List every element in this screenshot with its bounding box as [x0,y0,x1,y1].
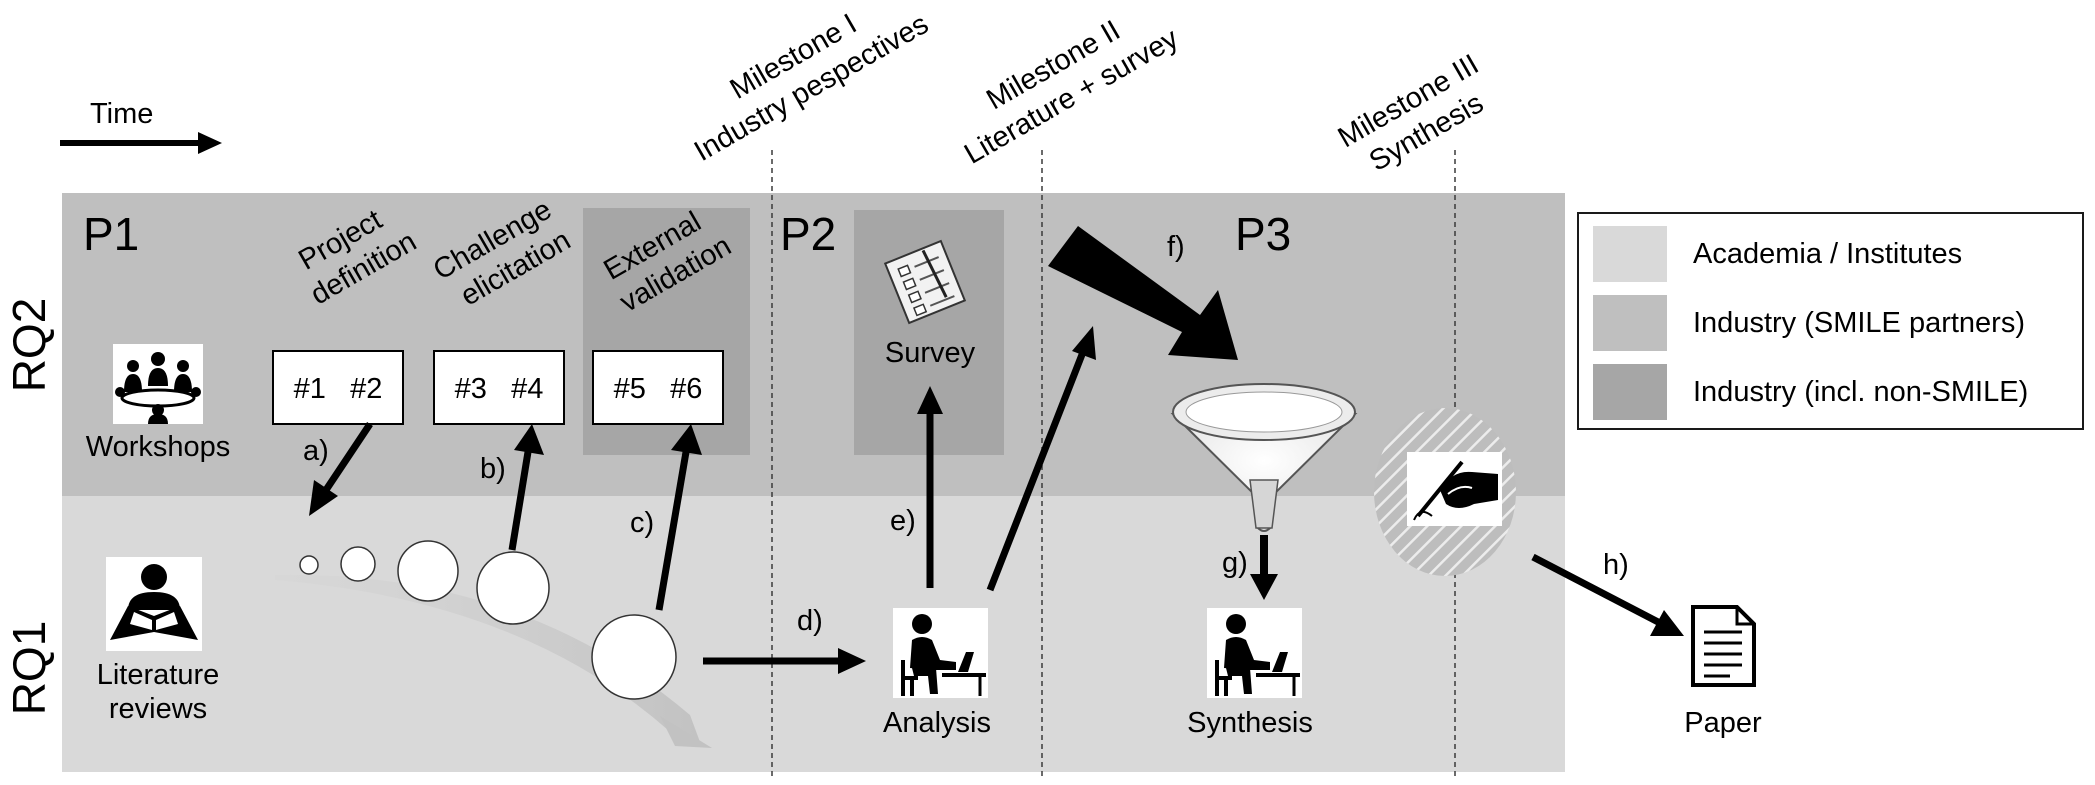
arrow-b [508,451,532,551]
legend-label-academia: Academia / Institutes [1693,237,1963,270]
survey-icon [883,239,967,325]
milestone-1-label: Milestone I Industry pespectives [689,8,934,168]
literature-reviews-label-1: Literature [97,659,220,691]
synthesis-icon [1207,608,1302,698]
phase-label-p2: P2 [780,208,836,260]
legend-label-industry-non-smile: Industry (incl. non-SMILE) [1693,375,2029,408]
workshop-box-5-6 [592,350,724,425]
funnel-icon [1170,383,1358,532]
analysis-label: Analysis [883,707,991,739]
arrow-e-head [917,386,943,414]
workshop-box-3-4-text: #3 #4 [455,373,544,405]
literature-reviews-icon [106,557,202,651]
arrow-b-head [514,424,544,455]
arrow-h [1531,553,1662,627]
knowledge-circle-2 [340,546,376,582]
paper-icon [1691,605,1756,687]
arrow-c [655,451,690,611]
legend-swatch-academia [1593,226,1667,282]
knowledge-circle-5 [591,614,677,700]
arrow-a-label: a) [303,435,329,467]
milestone-3-label: Milestone III Synthesis [1333,48,1489,177]
arrow-f-label: f) [1167,231,1185,263]
legend-item-industry-smile: Industry (SMILE partners) [1593,295,2025,351]
arrow-c-head [671,424,702,455]
arrow-c-label: c) [630,507,654,539]
legend-swatch-industry-non-smile [1593,364,1667,420]
phase-label-p1: P1 [83,208,139,260]
analysis-icon [893,608,988,698]
arrow-h-head [1650,610,1684,636]
milestone-2-label: Milestone II Literature + survey [959,14,1184,170]
workshops-label: Workshops [86,431,231,463]
workshop-box-3-4 [433,350,565,425]
legend-item-industry-non-smile: Industry (incl. non-SMILE) [1593,364,2028,420]
arrow-a [323,422,373,492]
arrow-analysis-to-p3-head [1072,326,1096,360]
arrow-a-head [309,480,338,516]
growth-trail-head [660,716,712,748]
row-label-rq1: RQ1 [3,621,55,716]
literature-reviews-label-2: reviews [109,693,207,725]
workshop-box-1-2 [272,350,404,425]
arrow-h-label: h) [1603,549,1629,581]
time-label: Time [90,98,153,130]
row-label-rq2: RQ2 [3,298,55,393]
workshop-box-1-2-text: #1 #2 [294,373,383,405]
legend: Academia / Institutes Industry (SMILE pa… [1577,212,2084,430]
knowledge-circle-3 [397,540,459,602]
arrow-g-label: g) [1222,547,1248,579]
writing-hand-icon [1407,452,1502,526]
arrow-d-label: d) [797,605,823,637]
workshop-box-5-6-text: #5 #6 [614,373,703,405]
paper-label: Paper [1684,707,1762,739]
survey-label: Survey [885,337,976,369]
knowledge-circle-4 [476,551,550,625]
legend-item-academia: Academia / Institutes [1593,226,1962,282]
phase-label-p3: P3 [1235,208,1291,260]
arrow-e-label: e) [890,505,916,537]
arrow-f [1048,226,1238,360]
legend-swatch-industry-smile [1593,295,1667,351]
arrow-b-label: b) [480,453,506,485]
synthesis-label: Synthesis [1187,707,1313,739]
time-arrow-head [198,132,222,154]
academia-band [62,496,1565,772]
knowledge-circle-1 [299,555,319,575]
arrow-analysis-to-p3 [986,350,1087,592]
arrow-g-head [1250,574,1278,600]
legend-label-industry-smile: Industry (SMILE partners) [1693,306,2025,339]
workshops-icon [113,344,203,424]
arrow-d-head [838,648,866,674]
